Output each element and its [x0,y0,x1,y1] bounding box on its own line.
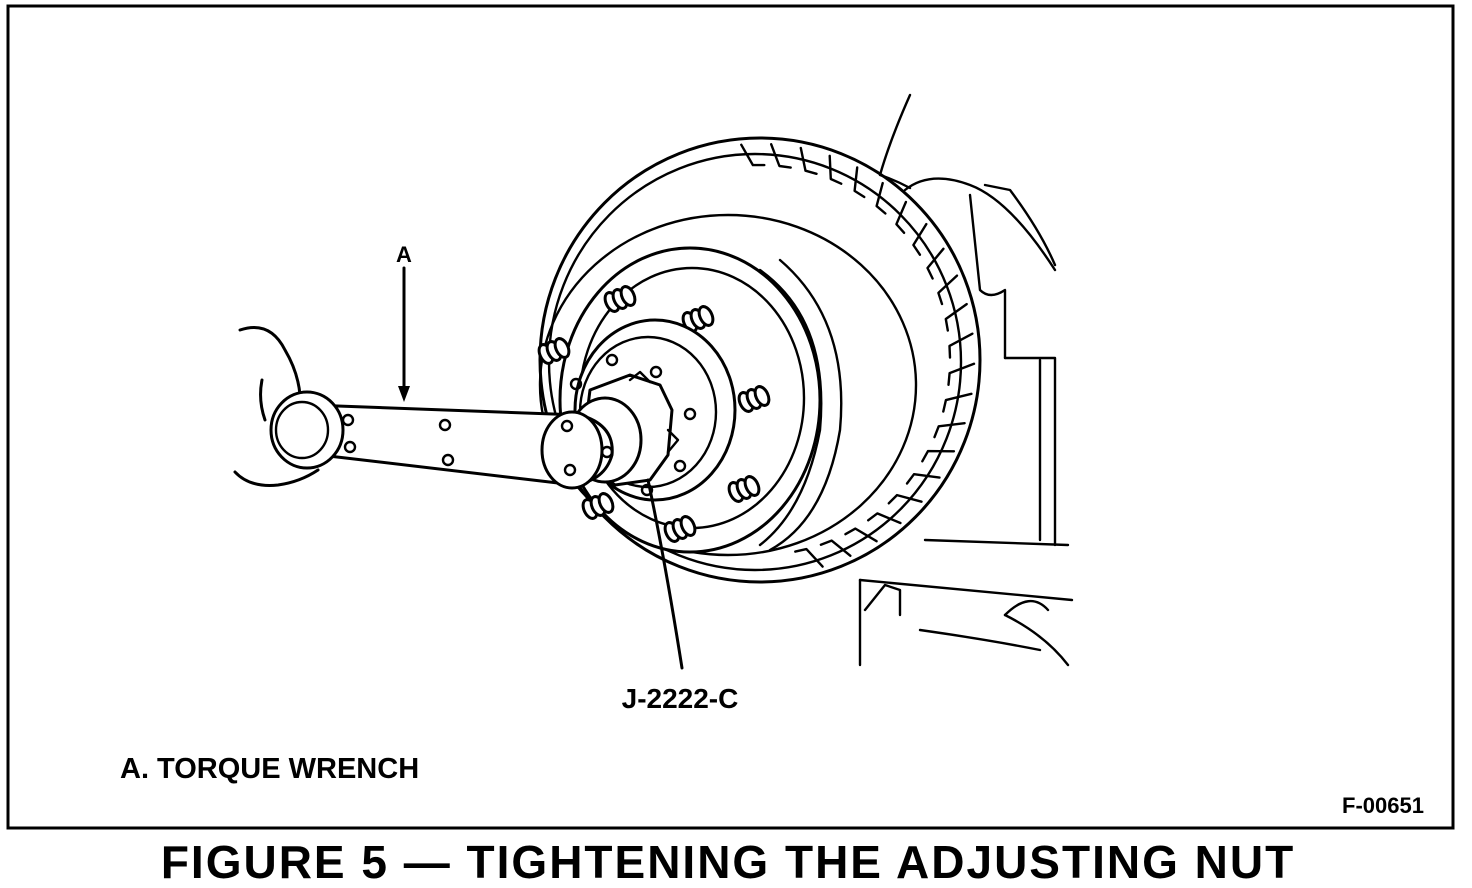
tire-tread-mark [887,493,923,505]
tire-tread-mark [828,154,843,185]
wheel-stud [537,337,571,365]
tool-number-label: J-2222-C [622,683,739,714]
wheel-stud [603,285,637,313]
tire-tread-mark [844,527,878,543]
tire-tread-mark [875,181,887,215]
tire-tread-mark [933,422,966,439]
vehicle-frame [858,93,1074,667]
wheel-stud [663,515,697,543]
wheel-studs [537,285,771,543]
tire-tread-mark [948,332,974,359]
tire-tread-mark [942,392,973,413]
tire [538,136,982,584]
tire-tread-mark [912,222,928,256]
wheel-stud [737,385,771,413]
tire-tread-mark [921,449,956,463]
figure-caption: FIGURE 5 — TIGHTENING THE ADJUSTING NUT [161,836,1295,888]
tire-tread-mark [905,473,941,485]
tire-tread-mark [944,302,968,332]
figure-id: F-00651 [1342,793,1424,818]
figure-frame [6,4,1455,830]
tire-tread-mark [895,200,908,234]
wheel-stud [727,475,761,503]
tire-tread-mark [799,146,818,175]
tire-tread-mark [770,143,792,169]
tire-tread-mark [926,247,945,280]
tire-tread-mark [853,166,866,199]
tire-tread-mark [947,362,976,386]
callout-leaders [398,266,684,670]
tire-tread-mark [740,143,766,167]
wheel-stud [581,492,615,520]
tire-tread-mark [867,512,902,525]
callout-a-label: A [396,242,412,267]
wheel-stud [681,305,715,333]
tire-tread-mark [937,274,959,306]
legend-torque-wrench: A. TORQUE WRENCH [120,753,419,785]
tire-tread-mark [794,547,824,568]
hand [233,326,345,487]
tire-tread-mark [819,539,852,557]
torque-wrench [308,403,614,490]
